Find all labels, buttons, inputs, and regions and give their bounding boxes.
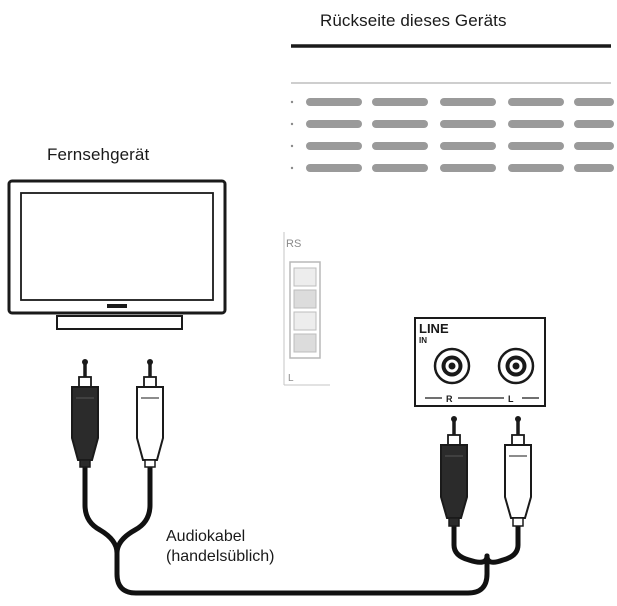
device-rear-label: Rückseite dieses Geräts <box>320 11 507 30</box>
tv-stand <box>56 315 183 330</box>
tv-illustration <box>7 179 227 330</box>
vent-slot <box>440 164 496 172</box>
vent-slot <box>440 142 496 150</box>
jack-l <box>497 347 535 385</box>
vent-slot <box>306 120 362 128</box>
rca-plug-dark-tv <box>71 359 99 468</box>
vent-slot <box>306 98 362 106</box>
side-label-top: RS <box>286 238 301 250</box>
tv-logo <box>107 304 127 308</box>
vent-slot <box>508 164 564 172</box>
vent-slot <box>372 142 428 150</box>
device-rear-panel: RS L LINE IN <box>283 44 614 407</box>
audio-cable <box>82 463 521 596</box>
vent-slot <box>372 120 428 128</box>
side-connector-block: RS L <box>283 232 330 386</box>
vent-slot <box>574 142 614 150</box>
side-label-bottom: L <box>288 373 294 384</box>
jack-r-label: R <box>446 394 453 404</box>
rca-plug-light-tv <box>136 359 164 468</box>
vent-slot <box>372 164 428 172</box>
in-label: IN <box>419 336 427 345</box>
side-terminal-housing <box>289 261 321 359</box>
rca-plug-light-device <box>504 416 532 527</box>
vent-slot <box>306 142 362 150</box>
vent-slot <box>508 142 564 150</box>
line-in-panel: LINE IN R L <box>414 317 546 407</box>
vent-slot <box>440 98 496 106</box>
vent-slot <box>440 120 496 128</box>
cable-label-line2: (handelsüblich) <box>166 548 275 565</box>
vent-slot <box>574 98 614 106</box>
jack-l-label: L <box>508 394 514 404</box>
vent-dot <box>290 144 294 148</box>
vent-slot <box>508 98 564 106</box>
vent-slot <box>306 164 362 172</box>
vent-slot <box>508 120 564 128</box>
vent-dot <box>290 166 294 170</box>
vent-slot <box>574 164 614 172</box>
tv-screen <box>20 192 214 301</box>
vent-dot <box>290 100 294 104</box>
vent-slot <box>574 120 614 128</box>
vent-dot <box>290 122 294 126</box>
rca-plug-dark-device <box>440 416 468 527</box>
line-label: LINE <box>419 321 449 336</box>
vent-slot <box>372 98 428 106</box>
cable-label-line1: Audiokabel <box>166 528 246 545</box>
jack-r <box>433 347 471 385</box>
ventilation-slots <box>290 98 614 172</box>
tv-label: Fernsehgerät <box>47 145 150 164</box>
